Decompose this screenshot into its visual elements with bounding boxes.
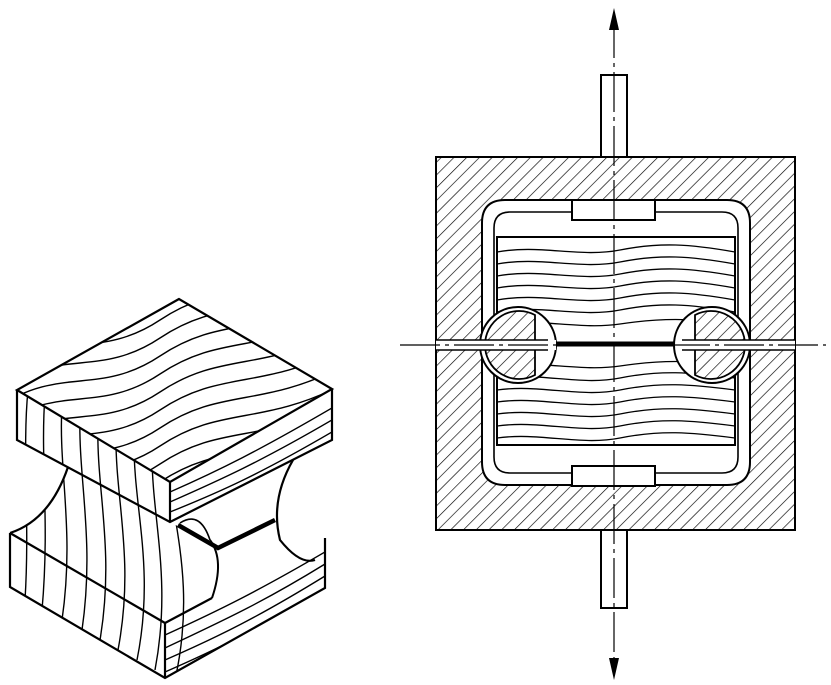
frame <box>435 156 796 531</box>
centerlines <box>400 18 826 668</box>
front-face-grain <box>24 390 185 678</box>
isometric-specimen <box>8 297 335 680</box>
fixture-section <box>435 74 796 609</box>
glue-line <box>176 517 276 551</box>
arrow-down-icon <box>609 658 619 680</box>
arrow-up-icon <box>609 8 619 30</box>
